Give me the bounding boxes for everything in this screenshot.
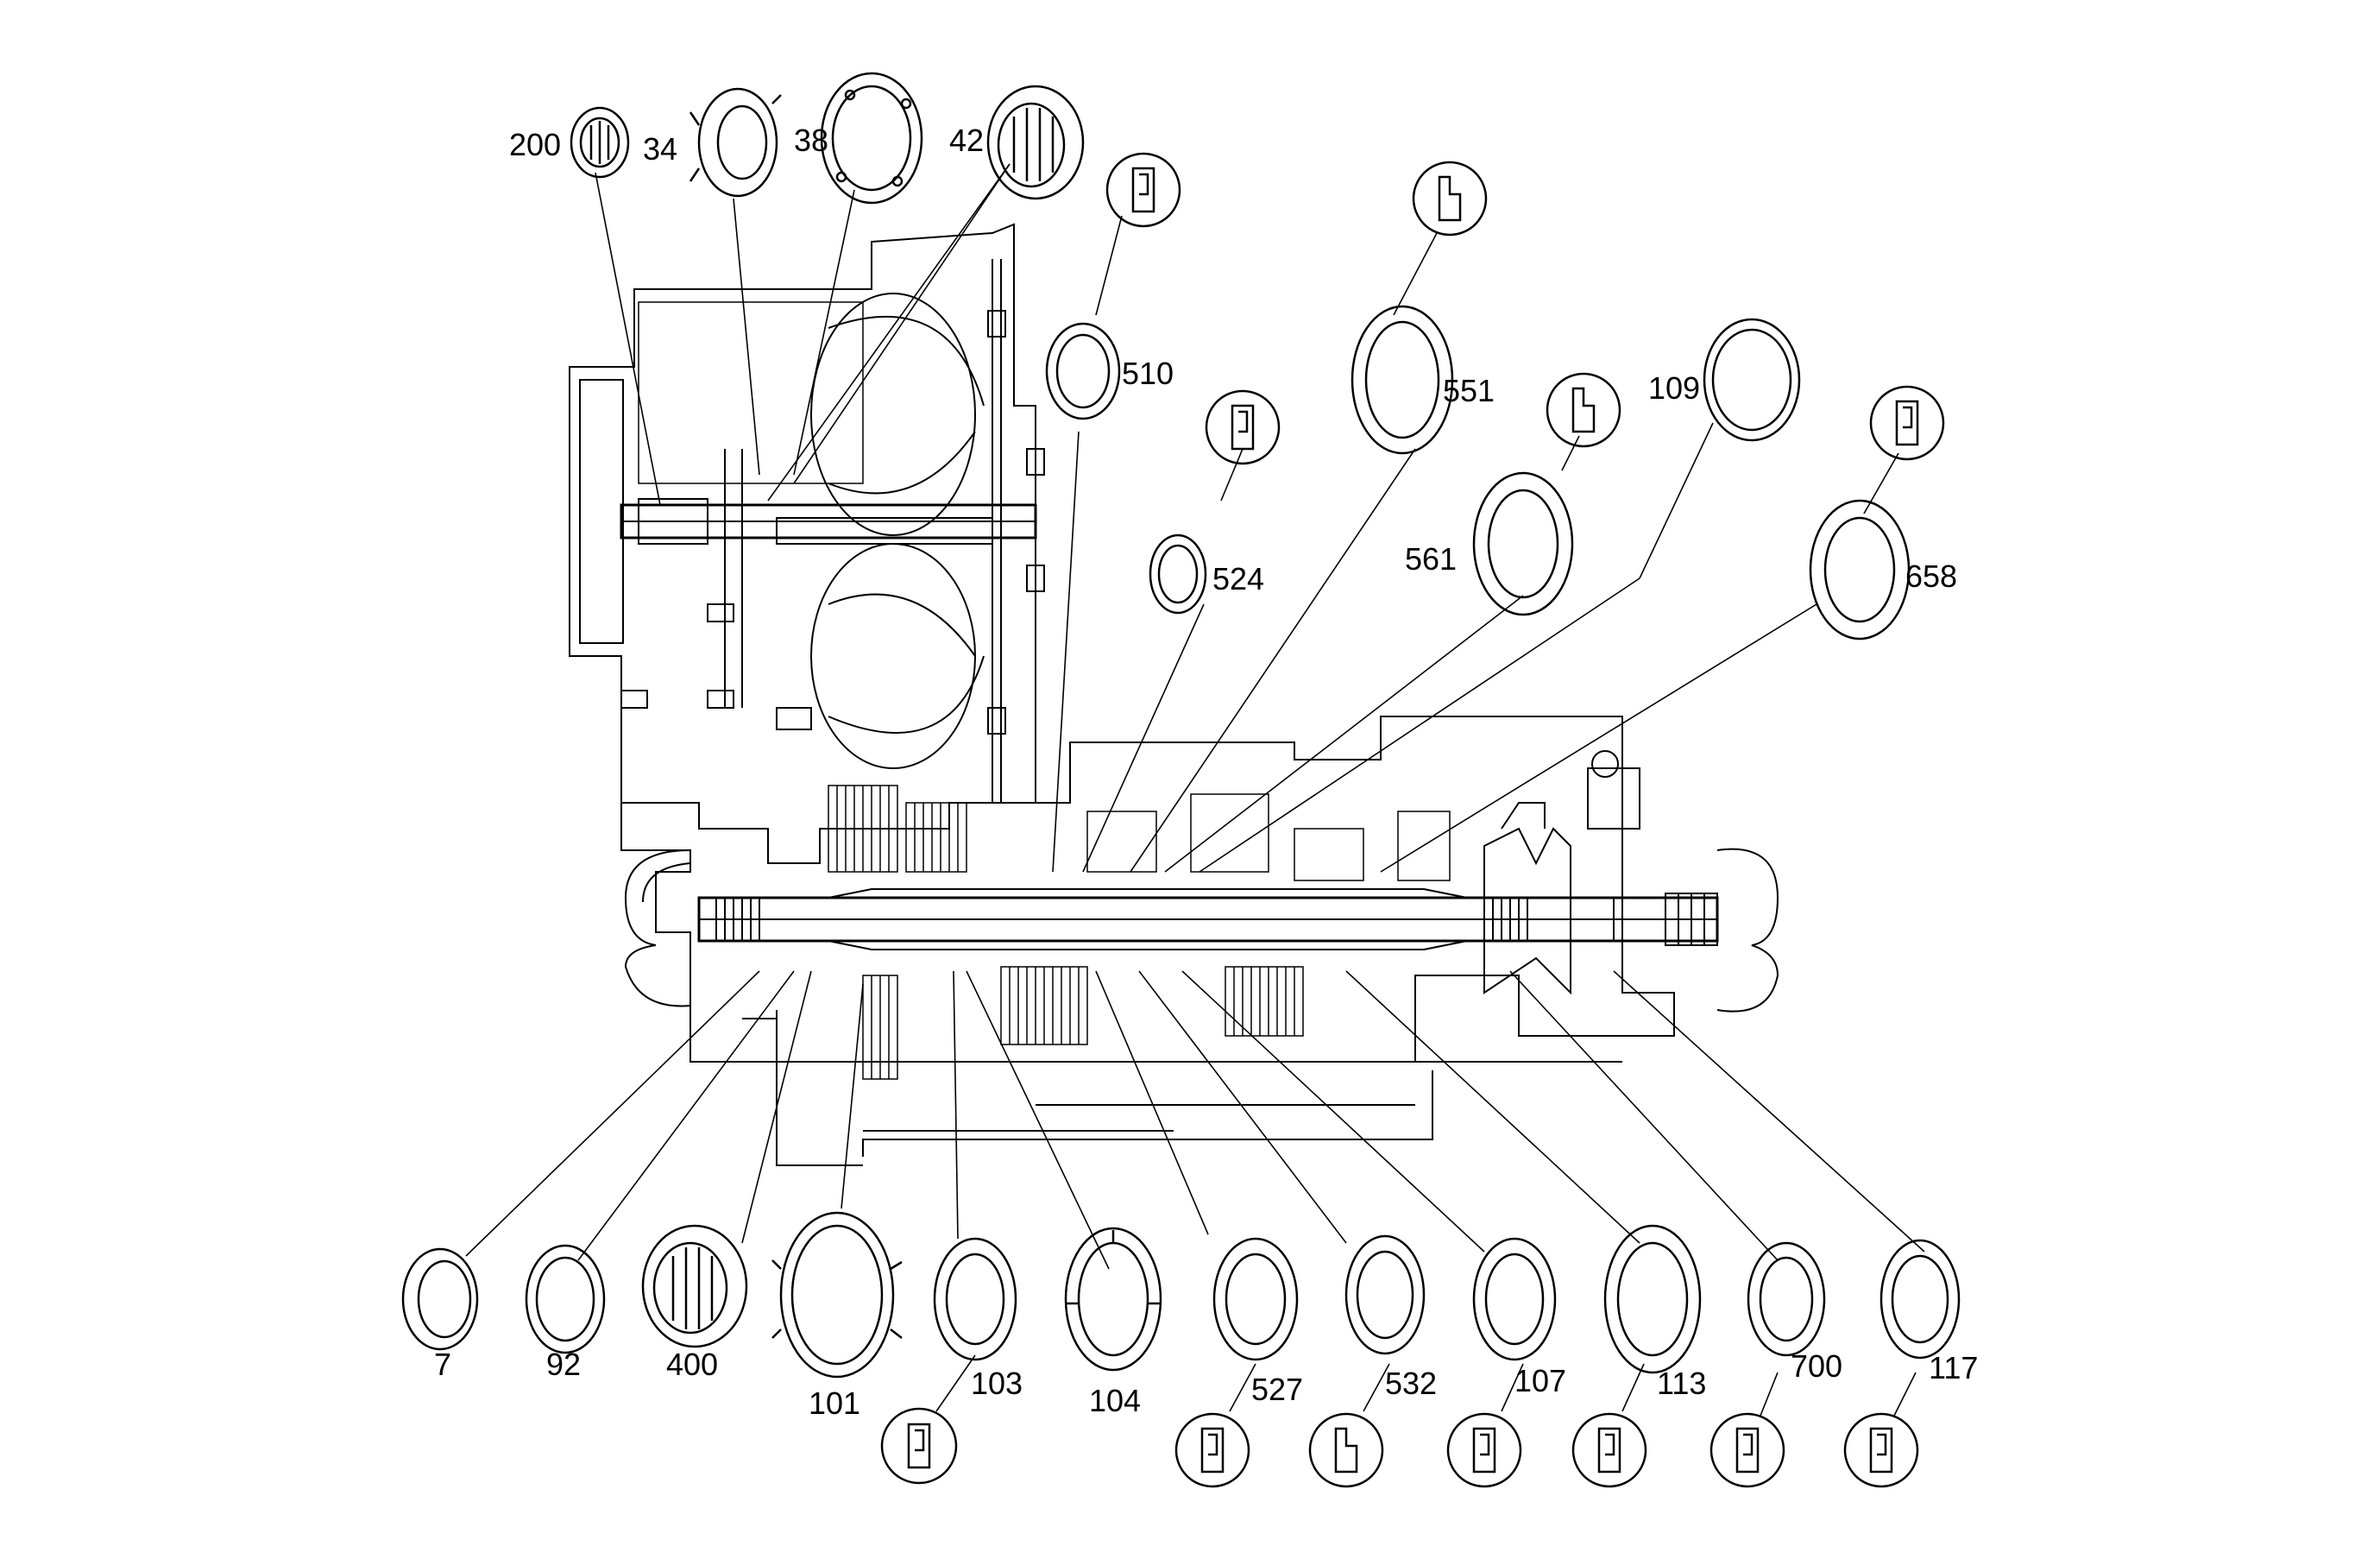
callout-7: 7 <box>434 1347 451 1382</box>
part-658-seal-ring <box>1809 499 1911 641</box>
callout-700: 700 <box>1791 1348 1842 1384</box>
seal-direction-icon <box>880 1407 958 1485</box>
seal-direction-icon <box>1571 1412 1647 1488</box>
part-200-bearing <box>570 106 630 179</box>
callout-42: 42 <box>949 123 984 158</box>
part-551-seal-ring <box>1351 305 1454 455</box>
transmission-assembly <box>569 223 1779 1166</box>
part-109-snap-ring <box>1703 318 1801 442</box>
part-700-seal-ring <box>1747 1241 1826 1357</box>
callout-34: 34 <box>643 131 677 167</box>
seal-direction-icon <box>1843 1412 1919 1488</box>
part-101-snap-ring <box>771 1211 903 1379</box>
part-400-bearing <box>641 1224 748 1348</box>
part-524-seal-ring <box>1149 533 1207 615</box>
callout-38: 38 <box>794 123 828 158</box>
clutch-packs <box>828 785 1451 1080</box>
part-38-washer <box>820 72 923 205</box>
seal-direction-alt-icon <box>1546 372 1621 448</box>
callout-561: 561 <box>1405 541 1457 577</box>
callout-labels: 200 34 38 42 510 524 551 561 109 658 7 9… <box>434 123 1978 1421</box>
part-7-washer <box>401 1247 479 1351</box>
callout-101: 101 <box>809 1385 860 1421</box>
part-104-thrust-washer <box>1064 1227 1162 1372</box>
part-532-seal-ring <box>1344 1234 1426 1355</box>
callout-510: 510 <box>1122 356 1174 391</box>
seal-direction-icon <box>1205 389 1281 465</box>
seal-direction-alt-icon <box>1308 1412 1384 1488</box>
seal-direction-icon <box>1105 152 1181 228</box>
callout-117: 117 <box>1929 1350 1978 1385</box>
leader-lines <box>465 163 1925 1417</box>
callout-103: 103 <box>971 1366 1023 1401</box>
differential <box>1483 750 1640 995</box>
part-527-seal-ring <box>1212 1237 1299 1361</box>
callout-107: 107 <box>1514 1363 1566 1398</box>
callout-113: 113 <box>1657 1366 1706 1401</box>
seal-direction-alt-icon <box>1412 161 1488 237</box>
part-510-seal-ring <box>1045 322 1121 420</box>
callout-92: 92 <box>546 1347 581 1382</box>
callout-104: 104 <box>1089 1383 1141 1418</box>
callout-551: 551 <box>1443 373 1495 408</box>
seal-direction-icon <box>1869 385 1945 461</box>
callout-527: 527 <box>1251 1372 1303 1407</box>
seal-direction-icon <box>1709 1412 1785 1488</box>
seal-direction-icon <box>1174 1412 1250 1488</box>
part-34-thrust-washer <box>689 87 782 198</box>
callout-524: 524 <box>1212 561 1264 596</box>
part-103-seal-ring <box>933 1237 1017 1361</box>
part-92-seal-ring <box>525 1244 606 1354</box>
callout-658: 658 <box>1905 558 1957 594</box>
part-561-seal-ring <box>1472 471 1574 616</box>
part-113-seal-ring <box>1603 1224 1702 1374</box>
seal-direction-icon <box>1446 1412 1522 1488</box>
callout-400: 400 <box>666 1347 718 1382</box>
part-117-seal-ring <box>1879 1239 1961 1360</box>
callout-109: 109 <box>1648 370 1700 406</box>
part-107-seal-ring <box>1472 1237 1557 1361</box>
shaft-splines <box>715 893 1718 946</box>
part-42-bearing <box>986 85 1085 200</box>
callout-532: 532 <box>1385 1366 1437 1401</box>
callout-200: 200 <box>509 127 561 162</box>
